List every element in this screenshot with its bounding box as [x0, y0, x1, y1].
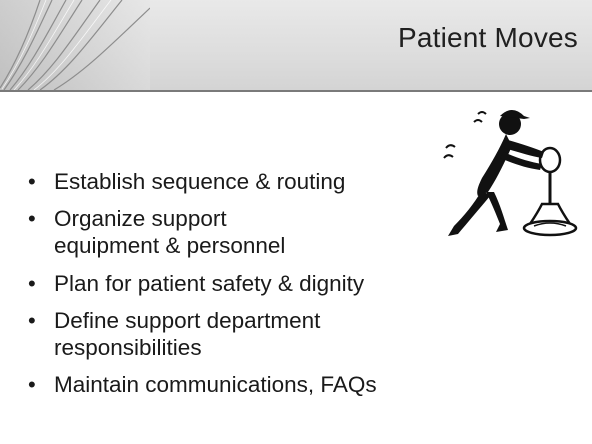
bullet-text: Establish sequence & routing [54, 169, 346, 194]
bullet-item: • Plan for patient safety & dignity [22, 270, 462, 297]
bullet-item: • Define support department responsibili… [22, 307, 462, 361]
bullet-dot-icon: • [28, 308, 36, 333]
bullet-item: • Organize support equipment & personnel [22, 205, 462, 259]
open-book-pages-icon [0, 0, 150, 90]
slide-title: Patient Moves [397, 22, 578, 53]
bullet-text: Maintain communications, FAQs [54, 372, 377, 397]
bullet-dot-icon: • [28, 169, 36, 194]
bullet-item: • Establish sequence & routing [22, 168, 462, 195]
bullet-dot-icon: • [28, 206, 36, 231]
bullet-list: • Establish sequence & routing • Organiz… [22, 168, 462, 408]
person-pushing-lever-icon [443, 110, 578, 237]
bullet-text: Plan for patient safety & dignity [54, 271, 365, 296]
bullet-text: Define support department responsibiliti… [54, 308, 321, 360]
slide-header: Patient Moves [0, 0, 592, 92]
bullet-text: Organize support equipment & personnel [54, 206, 286, 258]
bullet-item: • Maintain communications, FAQs [22, 371, 462, 398]
bullet-dot-icon: • [28, 372, 36, 397]
bullet-dot-icon: • [28, 271, 36, 296]
